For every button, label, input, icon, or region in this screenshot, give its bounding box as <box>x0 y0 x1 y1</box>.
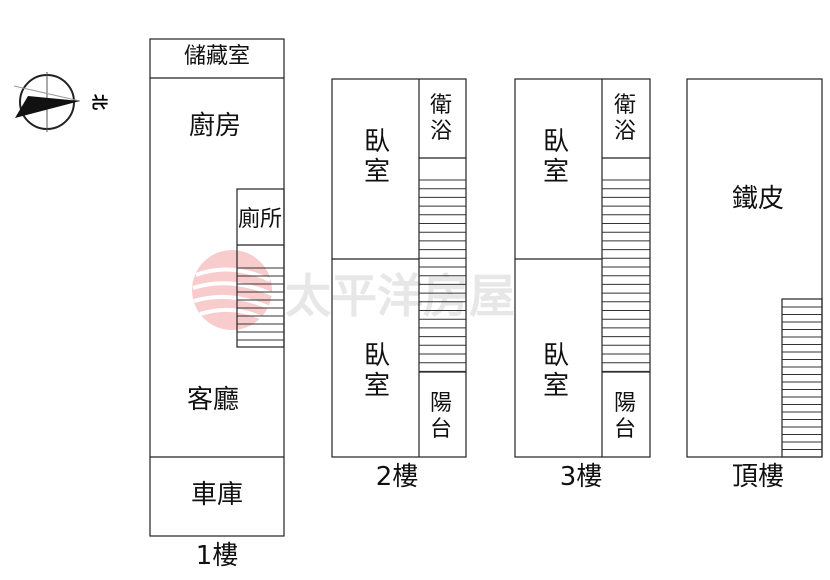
room-label: 衛浴 <box>614 93 636 144</box>
room-label: 陽台 <box>430 391 452 442</box>
room-label: 客廳 <box>187 385 239 415</box>
stairs <box>237 267 284 341</box>
floor-label: 2樓 <box>376 462 419 492</box>
floor-label: 頂樓 <box>732 462 784 492</box>
room-label: 臥室 <box>543 127 569 187</box>
floor-1: 儲藏室 廚房 廁所 客廳 車庫 1樓 <box>149 38 285 571</box>
room-label: 臥室 <box>364 127 390 187</box>
room-label: 廚房 <box>189 111 241 141</box>
north-label: 北 <box>90 94 109 110</box>
compass-icon: 北 <box>13 72 109 132</box>
stairs <box>419 179 466 372</box>
floor-2: 臥室 臥室 衛浴 臥室 陽台 2樓 <box>331 78 467 492</box>
room-label: 臥室 <box>543 341 569 401</box>
room-label: 臥室 <box>364 341 390 401</box>
floor-roof: 鐵皮 頂樓 <box>686 78 823 492</box>
room-label: 儲藏室 <box>184 44 250 69</box>
stairs <box>782 306 822 458</box>
floor-3: 臥室 衛浴 臥室 陽台 3樓 <box>514 78 651 492</box>
watermark-text: 太平洋房屋 <box>285 269 515 323</box>
room-label: 陽台 <box>614 391 636 442</box>
room-label: 衛浴 <box>430 93 452 144</box>
stairs <box>602 179 650 372</box>
room-label: 廁所 <box>238 207 282 232</box>
room-label: 鐵皮 <box>732 184 784 214</box>
floor-label: 3樓 <box>560 462 603 492</box>
floor-label: 1樓 <box>196 541 239 571</box>
watermark: 太平洋房屋 <box>192 250 515 330</box>
room-label: 車庫 <box>191 480 243 510</box>
